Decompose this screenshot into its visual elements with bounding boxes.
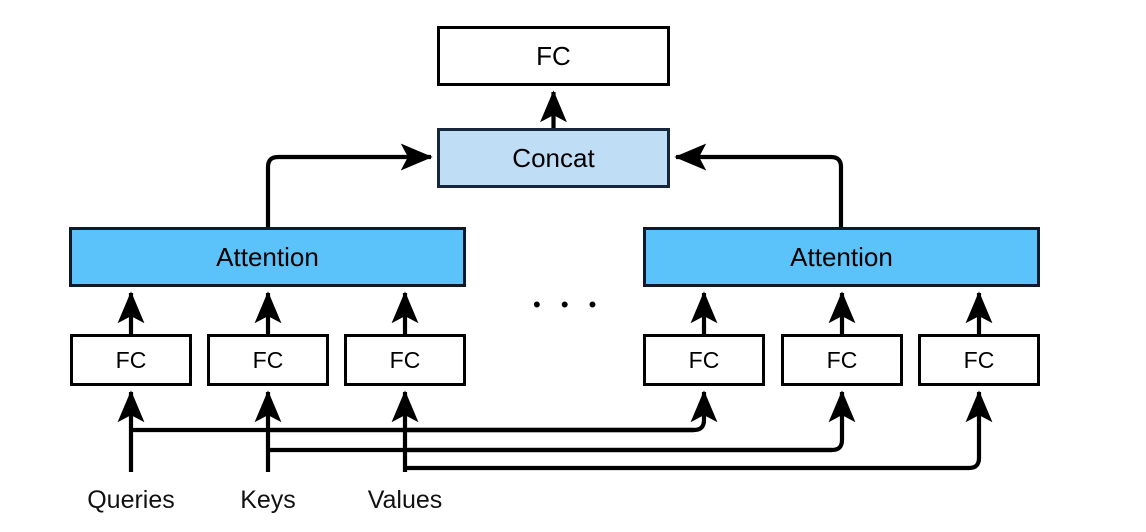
fc-box-left-2[interactable]: FC bbox=[207, 334, 329, 386]
attention-right-label: Attention bbox=[790, 242, 893, 272]
edge-queries-bus-to-fc-r1 bbox=[131, 390, 718, 433]
concat-box[interactable]: Concat bbox=[437, 128, 670, 188]
fc-box-left-1[interactable]: FC bbox=[70, 334, 192, 386]
edge-values-bus-to-fc-r3 bbox=[405, 390, 993, 471]
top-fc-box[interactable]: FC bbox=[437, 26, 670, 86]
attention-box-left[interactable]: Attention bbox=[69, 227, 466, 287]
attention-box-right[interactable]: Attention bbox=[643, 227, 1040, 287]
input-label-keys: Keys bbox=[240, 486, 296, 514]
input-label-values: Values bbox=[367, 486, 443, 514]
fc-box-left-3[interactable]: FC bbox=[344, 334, 466, 386]
input-label-queries: Queries bbox=[87, 486, 175, 514]
fc-left-3-label: FC bbox=[389, 346, 421, 373]
fc-left-2-label: FC bbox=[252, 346, 284, 373]
fc-left-1-label: FC bbox=[115, 346, 147, 373]
concat-label: Concat bbox=[512, 143, 595, 173]
fc-right-3-label: FC bbox=[963, 346, 995, 373]
fc-box-right-3[interactable]: FC bbox=[918, 334, 1040, 386]
heads-ellipsis: • • • bbox=[533, 292, 604, 317]
fc-box-right-1[interactable]: FC bbox=[643, 334, 765, 386]
edge-attention-right-to-concat bbox=[674, 143, 844, 227]
fc-box-right-2[interactable]: FC bbox=[781, 334, 903, 386]
fc-right-1-label: FC bbox=[688, 346, 720, 373]
attention-left-label: Attention bbox=[216, 242, 319, 272]
top-fc-label: FC bbox=[536, 41, 571, 71]
edge-keys-bus-to-fc-r2 bbox=[268, 390, 856, 453]
edge-attention-left-to-concat bbox=[265, 143, 433, 227]
fc-right-2-label: FC bbox=[826, 346, 858, 373]
